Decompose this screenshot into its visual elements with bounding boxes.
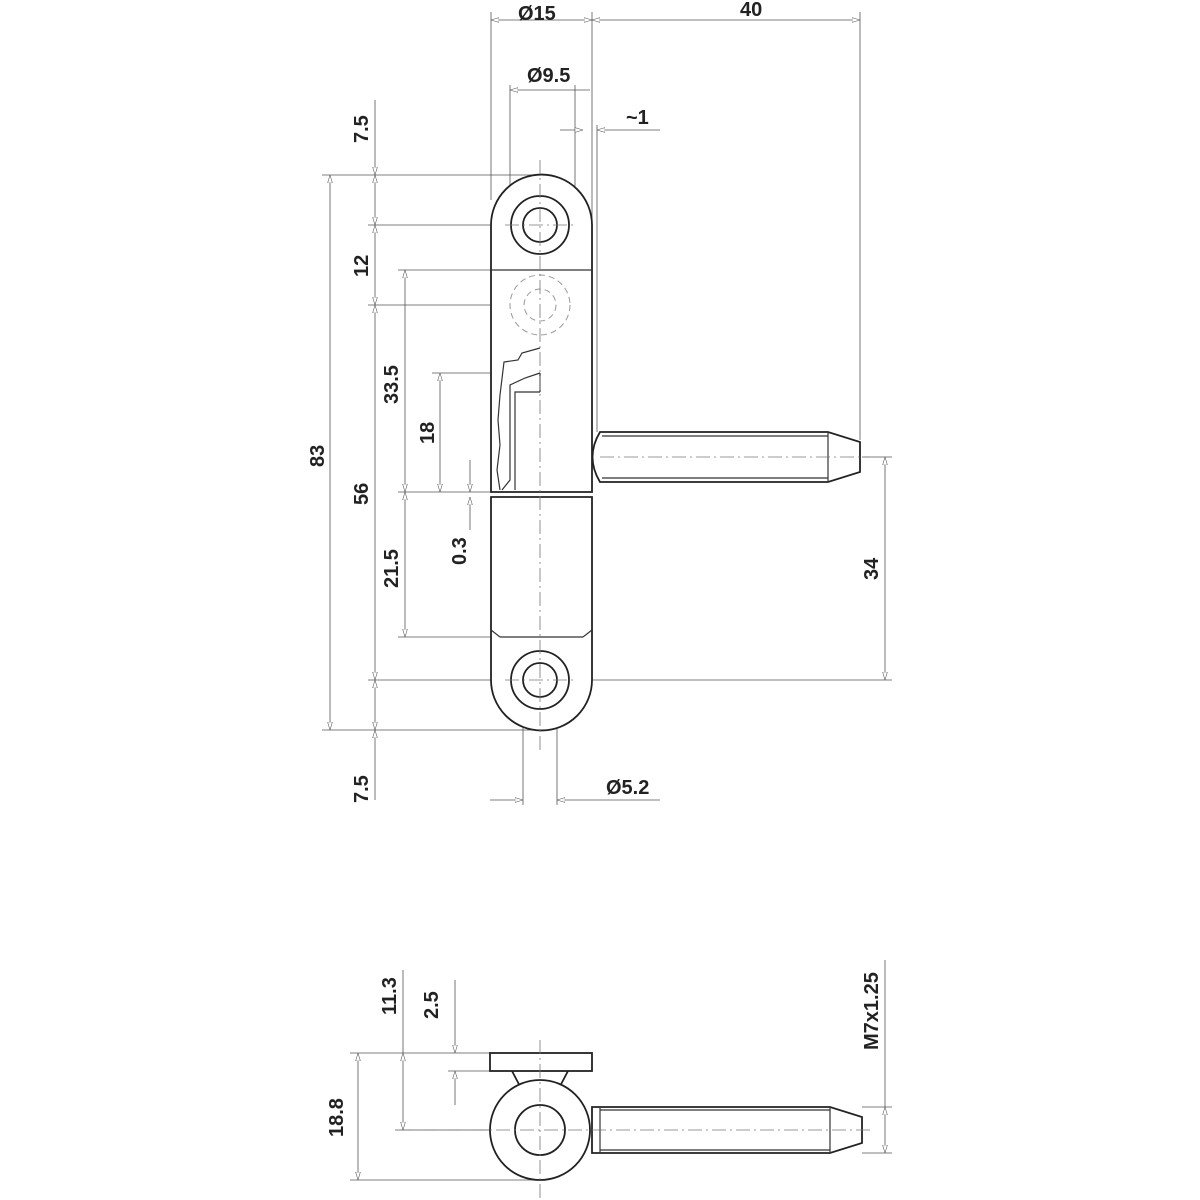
dim-cap-to-center: 11.3 bbox=[379, 977, 401, 1015]
dim-center-distance: 56 bbox=[351, 483, 373, 505]
dim-outer-diameter: Ø15 bbox=[518, 3, 556, 25]
dim-gap: 0.3 bbox=[449, 537, 471, 565]
dim-bottom-eye-offset: 7.5 bbox=[351, 775, 373, 803]
dim-total-height: 83 bbox=[307, 445, 329, 467]
dim-offset: ~1 bbox=[626, 107, 649, 129]
dim-thread: M7x1.25 bbox=[861, 972, 883, 1050]
front-view: Ø15 40 Ø9.5 ~1 7.5 12 33.5 18 83 56 0.3 … bbox=[307, 0, 892, 805]
dim-top-eye-offset: 7.5 bbox=[351, 115, 373, 143]
dim-upper-length: 33.5 bbox=[381, 365, 403, 404]
section-cutout bbox=[496, 347, 541, 491]
dim-bore-diameter: Ø9.5 bbox=[527, 65, 570, 87]
dim-cap-thickness: 2.5 bbox=[421, 991, 443, 1019]
extension-lines bbox=[322, 12, 892, 805]
dim-pin-length: 40 bbox=[740, 0, 762, 21]
cap-plate bbox=[489, 1052, 593, 1072]
dim-recess-depth: 18 bbox=[417, 422, 439, 444]
upper-leaf bbox=[490, 173, 593, 493]
dim-pin-height: 34 bbox=[861, 557, 883, 580]
dim-overall-depth: 18.8 bbox=[326, 1098, 348, 1137]
dim-hole-spacing: 12 bbox=[351, 255, 373, 277]
dim-hole-diameter: Ø5.2 bbox=[606, 777, 649, 799]
top-view: 11.3 2.5 18.8 M7x1.25 bbox=[326, 960, 892, 1200]
dim-lower-length: 21.5 bbox=[381, 549, 403, 588]
